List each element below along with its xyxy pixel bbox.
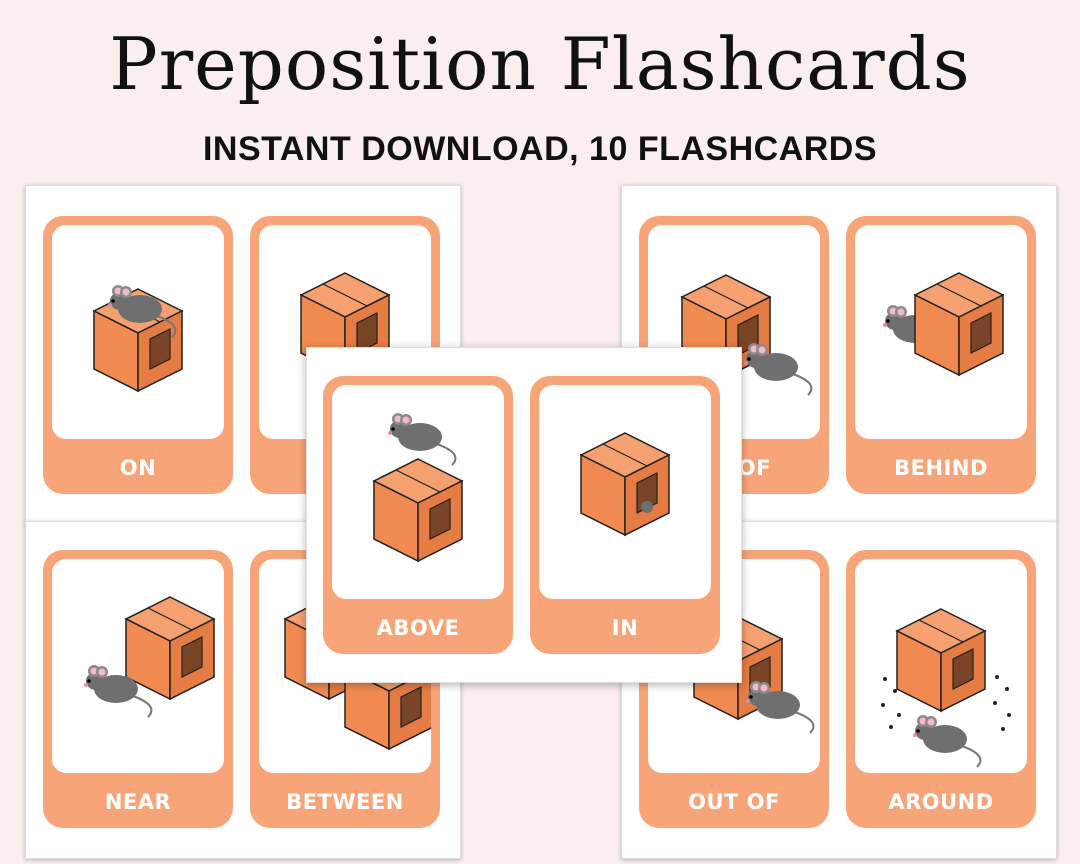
card-label: IN [611, 616, 639, 640]
card-above[interactable]: ABOVE [323, 376, 513, 654]
card-on[interactable]: ON [43, 216, 233, 494]
card-image-area [52, 225, 224, 439]
card-image-area [539, 385, 711, 599]
card-image-area [52, 559, 224, 773]
card-label: BETWEEN [286, 790, 404, 814]
card-around[interactable]: AROUND [846, 550, 1036, 828]
box-with-mouse-on-icon [93, 284, 183, 392]
card-image-area [855, 225, 1027, 439]
box-with-mouse-above-icon [373, 412, 463, 562]
card-behind[interactable]: BEHIND [846, 216, 1036, 494]
sheet-top-left: ON [25, 185, 461, 523]
page-title: Preposition Flashcards [109, 22, 971, 106]
card-in[interactable]: IN [530, 376, 720, 654]
card-near[interactable]: NEAR [43, 550, 233, 828]
card-label: ON [119, 456, 157, 480]
sheet-center: ABOVE IN [306, 347, 742, 683]
card-image-area [332, 385, 504, 599]
box-with-mouse-near-icon [83, 596, 215, 718]
card-label: BEHIND [894, 456, 988, 480]
box-with-mouse-behind-icon [882, 272, 1004, 376]
box-with-mouse-inside-icon [580, 432, 670, 536]
card-image-area [855, 559, 1027, 773]
card-label: AROUND [888, 790, 994, 814]
card-label: NEAR [104, 790, 172, 814]
card-label: ABOVE [376, 616, 460, 640]
box-with-mouse-around-icon [881, 608, 1011, 768]
card-label: OUT OF [688, 790, 780, 814]
page-subtitle: INSTANT DOWNLOAD, 10 FLASHCARDS [202, 130, 878, 168]
